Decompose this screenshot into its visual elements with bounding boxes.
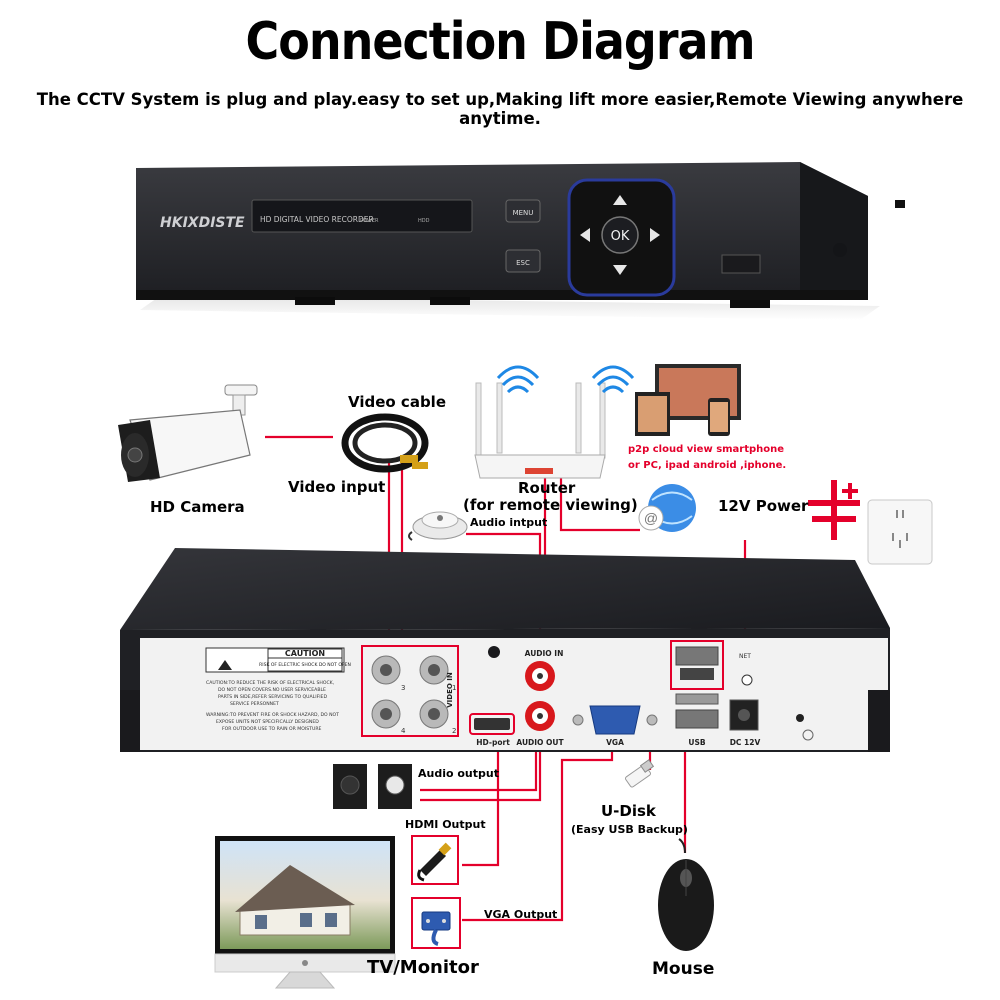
video-in-label: VIDEO IN (446, 672, 454, 708)
dvr-model-label: HD DIGITAL VIDEO RECORDER (260, 215, 374, 224)
vga-label: VGA (606, 738, 624, 747)
hd-port-label: HD-port (476, 738, 510, 747)
audio-out-label: AUDIO OUT (516, 738, 564, 747)
vga-output-label: VGA Output (484, 908, 558, 921)
dvr-power-label: POWER (360, 218, 379, 224)
dvr-hdd-label: HDD (418, 218, 430, 224)
usb-backup-label: (Easy USB Backup) (571, 823, 688, 836)
microphone-icon (408, 511, 468, 541)
usb-label: USB (688, 738, 705, 747)
vga-cable-icon (411, 897, 461, 949)
mouse-icon (658, 838, 714, 951)
caution-text-7: FOR OUTDOOR USE TO RAIN OR MOISTURE (222, 726, 322, 732)
channel-label-1: 1 (452, 684, 456, 692)
p2p-label-line2: or PC, ipad android ,iphone. (628, 460, 787, 471)
router-note-label: (for remote viewing) (463, 496, 638, 514)
caution-box: RISK OF ELECTRIC SHOCK DO NOT OPEN (259, 662, 351, 668)
channel-label-4: 4 (401, 727, 406, 735)
dvr-brand: HKIXDISTE (160, 215, 245, 231)
audio-in-label: AUDIO IN (525, 649, 564, 658)
hdmi-output-label: HDMI Output (405, 818, 486, 831)
tv-monitor-label: TV/Monitor (367, 957, 479, 978)
power-symbol-icon (808, 480, 860, 540)
page-title: Connection Diagram (245, 10, 755, 72)
page-subtitle: The CCTV System is plug and play.easy to… (36, 90, 964, 128)
menu-button: MENU (513, 209, 534, 217)
caution-text-6: EXPOSE UNITS NOT SPECIFICALLY DESIGNED (216, 719, 319, 725)
u-disk-label: U-Disk (601, 802, 656, 820)
esc-button: ESC (516, 259, 530, 267)
hd-camera-label: HD Camera (150, 498, 245, 516)
video-cable-icon (341, 413, 429, 473)
audio-input-label: Audio intput (470, 516, 548, 529)
mouse-label: Mouse (652, 959, 715, 979)
p2p-label-line1: p2p cloud view smartphone (628, 444, 785, 455)
svg-text:@: @ (644, 510, 658, 526)
dc-label: DC 12V (730, 738, 761, 747)
usb-disk-icon (625, 759, 655, 788)
channel-label-3: 3 (401, 684, 405, 692)
caution-text-4: SERVICE PERSONNET (230, 701, 279, 707)
channel-label-2: 2 (452, 727, 456, 735)
tv-monitor-icon (214, 836, 396, 989)
dvr-front-unit (136, 162, 905, 320)
video-cable-label: Video cable (348, 393, 446, 411)
caution-text-3: PARTS IN SIDE,REFER SERVICING TO QUALIFI… (218, 694, 327, 700)
ok-button: OK (611, 229, 630, 244)
video-input-label: Video input (288, 478, 386, 496)
caution-title: CAUTION (285, 649, 325, 658)
remote-devices-icon (635, 364, 741, 436)
hd-camera-icon (118, 384, 258, 482)
caution-text-5: WARNING:TO PREVENT FIRE OR SHOCK HAZARD,… (206, 712, 339, 718)
router-label: Router (518, 479, 576, 497)
caution-text-1: CAUTION:TO REDUCE THE RISK OF ELECTRICAL… (206, 680, 335, 686)
dvr-back-unit (120, 548, 890, 752)
hdmi-cable-icon (411, 835, 459, 885)
router-icon (474, 365, 635, 479)
power-12v-label: 12V Power (718, 497, 809, 515)
internet-globe-icon: @ (638, 484, 696, 532)
caution-text-2: DO NOT OPEN COVERS.NO USER SERVICEABLE (218, 687, 326, 693)
speakers-icon (333, 764, 412, 809)
wall-outlet-icon (867, 499, 933, 565)
net-label: NET (739, 653, 751, 660)
audio-output-label: Audio output (418, 767, 499, 780)
